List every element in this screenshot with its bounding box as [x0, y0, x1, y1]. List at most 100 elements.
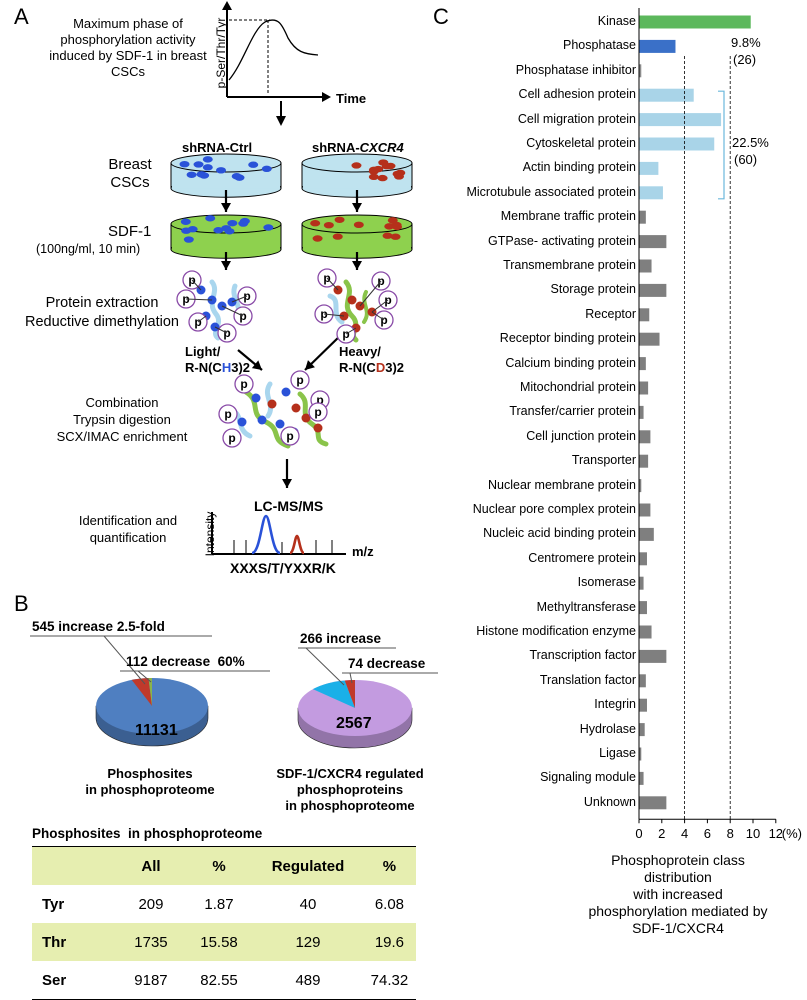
cells-line: Breast	[108, 156, 152, 173]
bar-22	[639, 552, 647, 566]
peptide-strand	[327, 293, 345, 325]
cell-dot	[263, 224, 274, 231]
phospho-circle	[222, 428, 242, 448]
table-cell: Tyr	[42, 895, 65, 913]
bar-26	[639, 649, 667, 663]
x-tick-label: 8	[727, 826, 734, 841]
table-cell: 209	[138, 895, 164, 913]
table-cell: 6.08	[374, 895, 405, 913]
cell-dot	[216, 167, 227, 174]
category-label: Nucleic acid binding protein	[483, 526, 636, 541]
cxcr4-prefix: shRNA-	[312, 140, 360, 155]
phospho-label: p	[224, 407, 231, 421]
category-label: Nuclear pore complex protein	[472, 502, 636, 516]
phospho-label: p	[316, 393, 323, 407]
pie2-caption-line: in phosphoproteome	[285, 798, 415, 813]
bar-4	[639, 113, 722, 127]
cell-dot	[227, 219, 238, 227]
pie1-total: 11131	[135, 722, 178, 739]
arrow-to-lcms	[282, 459, 292, 488]
heavy-peak	[289, 534, 305, 555]
arrow-head	[352, 261, 362, 270]
phospho-circle	[218, 404, 238, 424]
cell-dot	[231, 173, 242, 180]
x-tick-label: 10	[746, 826, 760, 841]
sdf1-label: SDF-1	[108, 223, 152, 240]
caption-line: phosphorylation activity	[60, 32, 196, 47]
pie1-caption: Phosphosites in phosphoproteome	[60, 766, 240, 798]
bar-13	[639, 332, 660, 346]
table-cell: 129	[295, 933, 321, 951]
arrow-light-combine	[237, 349, 263, 371]
identification-label: Identification and quantification	[58, 512, 198, 546]
table-cell: 1.87	[204, 895, 234, 913]
category-label: Centromere protein	[528, 550, 636, 565]
heavy-formula-pre: R-N(C	[339, 360, 376, 375]
cell-dot	[323, 221, 334, 229]
peptide-strand	[297, 391, 329, 447]
pie-charts	[30, 635, 438, 749]
panel-label-c: C	[433, 4, 449, 29]
category-label: Isomerase	[577, 575, 636, 590]
cell-dot	[392, 223, 403, 231]
bar-19	[639, 479, 642, 493]
annotation-kinase: 9.8%	[731, 35, 761, 50]
pie2-caption-line: phosphoproteins	[296, 782, 404, 797]
cell-dot	[382, 232, 393, 239]
phospho-circle	[308, 402, 328, 422]
category-label: Phosphatase inhibitor	[515, 62, 636, 77]
spectrum-x-label: m/z	[352, 544, 374, 559]
category-label: Cytoskeletal protein	[526, 136, 636, 150]
category-label: GTPase- activating protein	[488, 233, 636, 248]
category-label: Unknown	[583, 794, 636, 809]
combination-label: Combination Trypsin digestion SCX/IMAC e…	[42, 394, 202, 445]
bar-2	[639, 64, 642, 78]
light-label: Light/ R-N(CH3)2	[185, 344, 250, 376]
link	[191, 279, 202, 291]
cell-dot	[213, 227, 224, 234]
table-cell: Thr	[42, 933, 67, 951]
pie2-decrease-label: 74 decrease	[348, 656, 426, 671]
cell-dot	[205, 215, 216, 222]
bar-5	[639, 137, 715, 151]
category-label: Mitochondrial protein	[519, 380, 636, 394]
pie1-caption-line: in phosphoproteome	[85, 782, 215, 797]
ctrl-cells-dish	[170, 153, 282, 198]
category-label: Signaling module	[540, 770, 636, 785]
link	[185, 298, 213, 301]
shrna-cxcr4-label: shRNA-CXCR4	[312, 140, 404, 156]
category-label: Transfer/carrier protein	[509, 404, 636, 419]
cell-dot	[377, 174, 388, 182]
x-tick-label: 0	[635, 826, 642, 841]
cell-dot	[390, 233, 401, 240]
peptide-strand	[362, 290, 369, 324]
arrow-head	[251, 360, 262, 370]
pie1-increase-label: 545 increase 2.5-fold	[32, 619, 165, 634]
cell-dot	[368, 173, 379, 181]
cell-dot	[202, 156, 213, 163]
cell-dot	[387, 217, 398, 224]
link	[323, 313, 345, 317]
chart-x-label: Phosphoprotein class distribution with i…	[578, 852, 778, 937]
link	[214, 326, 228, 334]
pie2-caption-line: SDF-1/CXCR4 regulated	[276, 766, 424, 781]
bar-7	[639, 186, 663, 200]
extraction-line: Protein extraction	[45, 295, 159, 311]
light-formula: R-N(CH3)2	[185, 360, 250, 376]
table-cell: 82.55	[200, 971, 238, 989]
bar-6	[639, 161, 659, 175]
combination-line: SCX/IMAC enrichment	[56, 429, 188, 444]
category-label: Cell migration protein	[517, 111, 636, 126]
breast-cscs-label: Breast CSCs	[100, 156, 160, 192]
pie2-inc-leader	[305, 647, 345, 686]
bar-17	[639, 430, 651, 444]
cell-dot	[202, 164, 213, 171]
mixed-dot	[291, 403, 301, 413]
table-header-row: All%Regulated%	[32, 846, 416, 885]
light-line1: Light/	[185, 344, 221, 359]
category-label: Cell junction protein	[526, 428, 636, 443]
pie-phosphosites	[95, 678, 209, 747]
